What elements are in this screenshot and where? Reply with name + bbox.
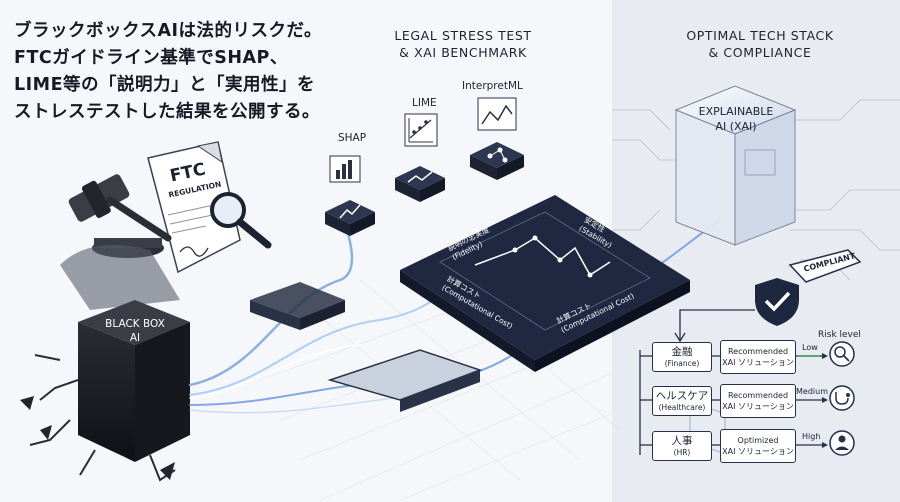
magnifier-icon xyxy=(210,192,272,249)
compliant-tag xyxy=(788,249,862,283)
lime-scatter-icon xyxy=(404,113,438,147)
arrow-heads xyxy=(822,353,828,448)
risk-header: Risk level xyxy=(818,330,861,340)
shap-label: SHAP xyxy=(338,132,367,144)
headline-line-2: FTCガイドライン基準でSHAP、 xyxy=(14,48,288,68)
black-box-label-2: AI xyxy=(129,332,141,344)
lime-label: LIME xyxy=(412,97,437,109)
benchmark-board xyxy=(400,195,690,372)
headline: ブラックボックスAIは法的リスクだ。 FTCガイドライン基準でSHAP、 LIM… xyxy=(14,18,322,126)
circuit-lines xyxy=(612,99,900,281)
sector-hr: 人事(HR) xyxy=(652,431,712,461)
headline-line-3: LIME等の「説明力」と「実用性」を xyxy=(14,75,316,95)
xai-cube xyxy=(674,85,797,455)
tech-stack-title: OPTIMAL TECH STACK & COMPLIANCE xyxy=(686,28,834,60)
sector-finance: 金融(Finance) xyxy=(652,342,712,372)
shap-bar-icon xyxy=(329,155,361,183)
person-icon xyxy=(829,430,855,456)
risk-low: Low xyxy=(802,343,818,352)
pathway xyxy=(250,282,483,412)
interpretml-label: InterpretML xyxy=(462,80,523,92)
xai-tool-tiles xyxy=(325,142,524,236)
flow-arrows xyxy=(639,309,826,455)
risk-high: High xyxy=(802,432,821,441)
shield-check-icon xyxy=(755,278,799,326)
gavel-shadow xyxy=(60,245,180,310)
black-box-cube xyxy=(20,300,190,482)
risk-medium: Medium xyxy=(796,387,828,396)
interpretml-line-icon xyxy=(477,97,517,131)
black-box-label-1: BLACK BOX xyxy=(105,318,165,330)
headline-line-1: ブラックボックスAIは法的リスクだ。 xyxy=(14,21,323,41)
headline-line-4: ストレステストした結果を公開する。 xyxy=(14,102,320,122)
stress-test-title: LEGAL STRESS TEST & XAI BENCHMARK xyxy=(394,28,532,60)
sector-healthcare: ヘルスケア(Healthcare) xyxy=(652,386,712,416)
right-panel-background xyxy=(612,0,900,502)
magnifier-check-icon xyxy=(829,341,855,367)
stethoscope-icon xyxy=(829,385,855,411)
